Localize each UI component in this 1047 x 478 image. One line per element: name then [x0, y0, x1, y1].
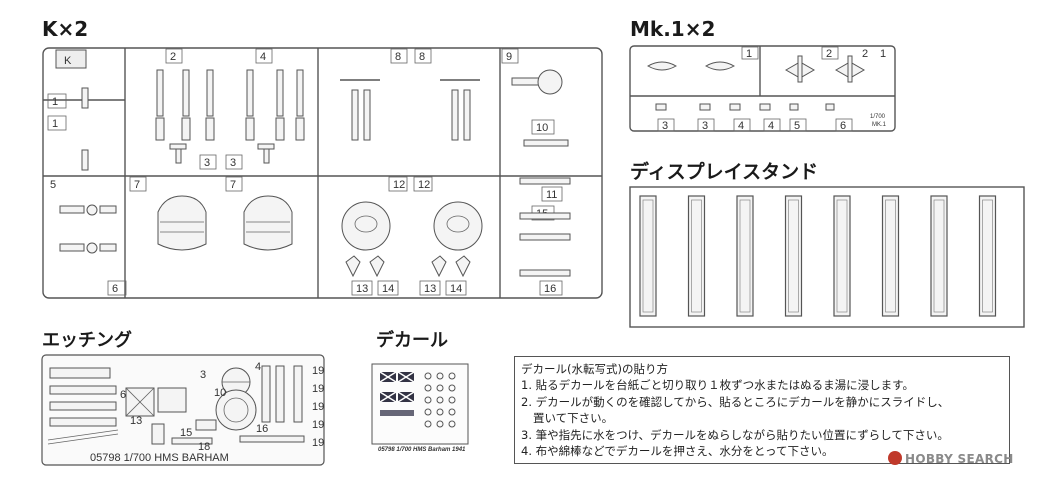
mk1-part-label: 1: [746, 48, 752, 60]
etch-part-label: 19: [312, 437, 324, 449]
k-part-label: 9: [506, 51, 512, 63]
sprue-k-title: K×2: [42, 17, 88, 41]
sprue-mk1-frame: [629, 45, 896, 132]
display-stand-title: ディスプレイスタンド: [630, 160, 818, 183]
k-part-label: 13: [356, 283, 368, 295]
etch-part-label: 19: [312, 365, 324, 377]
k-part-label: 7: [230, 179, 236, 191]
hobby-search-logo-icon: [888, 451, 902, 465]
k-part-label: 4: [260, 51, 266, 63]
watermark-text: HOBBY SEARCH: [905, 452, 1014, 466]
etch-part-label: 6: [120, 389, 126, 401]
gun-barrels: [155, 69, 480, 141]
etching-fret: 3 4 6 10 13 15 16 18 19 19 19 19 19 0579…: [41, 354, 325, 466]
k-part-label: 12: [393, 179, 405, 191]
etch-part-label: 19: [312, 383, 324, 395]
instruction-step: 置いて下さい。: [533, 411, 614, 426]
sprue-k-tag: K: [64, 55, 72, 67]
instruction-step: 1. 貼るデカールを台紙ごと切り取り１枚ずつ水またはぬるま湯に浸します。: [521, 378, 914, 393]
etch-part-label: 13: [130, 415, 142, 427]
stand-bar: [784, 195, 803, 317]
etch-part-label: 18: [198, 441, 210, 453]
stand-bar-inner: [788, 199, 799, 313]
stand-bar-inner: [836, 199, 848, 313]
mk1-part-label: 4: [738, 120, 744, 132]
stand-bar-inner: [933, 199, 945, 313]
k-part-label: 3: [230, 157, 236, 169]
sprue-mk1: 1 1 2 2 3 3 4 4 5 6 1/700 MK.1: [629, 45, 896, 132]
k-part-label: 2: [170, 51, 176, 63]
stand-bar: [978, 195, 997, 317]
decal-sheet: 05798 1/700 HMS Barham 1941: [371, 363, 469, 453]
instruction-step: 2. デカールが動くのを確認してから、貼るところにデカールを静かにスライドし、: [521, 394, 950, 409]
mk1-code-label: MK.1: [872, 122, 887, 128]
etching-caption: 05798 1/700 HMS BARHAM: [90, 452, 229, 464]
sprue-k-labels: 1 1 2 3 3 4 5 6 7 7 8 8 9 10 11 12 12 13…: [50, 51, 557, 295]
k-part-label: 5: [50, 179, 56, 191]
turret-base-parts: [341, 201, 483, 278]
k-part-label: 10: [536, 122, 548, 134]
small-parts-right: [511, 69, 571, 277]
k-part-label: 8: [419, 51, 425, 63]
stand-bar: [687, 195, 706, 317]
k-part-label: 11: [546, 189, 557, 201]
stand-bars: [639, 195, 997, 317]
k-part-label: 14: [450, 283, 462, 295]
stand-bar: [930, 195, 948, 317]
k-part-label: 6: [112, 283, 118, 295]
mk1-part-label: 2: [826, 48, 832, 60]
stand-bar: [736, 195, 754, 317]
etch-part-label: 19: [312, 401, 324, 413]
etch-part-label: 3: [200, 369, 206, 381]
etch-part-label: 4: [255, 361, 261, 373]
sprue-k: K 1 1 2 3 3 4 5 6 7 7 8 8 9 10 11 12 12 …: [42, 47, 603, 299]
sprue-mk1-title: Mk.1×2: [630, 17, 715, 41]
k-part-label: 16: [544, 283, 556, 295]
stand-bar-inner: [885, 199, 896, 313]
stand-bar-inner: [982, 199, 993, 313]
k-part-label: 12: [418, 179, 430, 191]
sprue-k-frame: [42, 47, 603, 299]
mk1-part-label: 2: [862, 48, 868, 60]
decal-title: デカール: [376, 329, 448, 351]
k-part-label: 8: [395, 51, 401, 63]
display-stand-frame: [629, 186, 1025, 328]
etching-title: エッチング: [42, 329, 132, 351]
mk1-part-label: 5: [794, 120, 800, 132]
k-part-label: 14: [382, 283, 394, 295]
turret-parts: [157, 195, 293, 251]
decal-caption: 05798 1/700 HMS Barham 1941: [378, 447, 466, 453]
k-part-label: 7: [134, 179, 140, 191]
stand-bar-inner: [691, 199, 702, 313]
k-part-label: 3: [204, 157, 210, 169]
mk1-part-label: 6: [840, 120, 846, 132]
k-part-label: 13: [424, 283, 436, 295]
stand-bar: [833, 195, 851, 317]
etch-part-label: 19: [312, 419, 324, 431]
stand-bar-inner: [739, 199, 751, 313]
stand-bar-inner: [642, 199, 654, 313]
etch-part-label: 15: [180, 427, 192, 439]
instruction-step: 3. 筆や指先に水をつけ、デカールをぬらしながら貼りたい位置にずらして下さい。: [521, 427, 949, 442]
k-part-label: 1: [52, 118, 58, 130]
mk1-part-label: 3: [662, 120, 668, 132]
mk1-part-label: 4: [768, 120, 774, 132]
small-parts-left: [59, 87, 117, 254]
small-parts-3: [169, 143, 275, 164]
mk1-part-label: 1: [880, 48, 886, 60]
stand-bar: [639, 195, 657, 317]
instructions-title: デカール(水転写式)の貼り方: [521, 362, 668, 376]
stand-bar: [881, 195, 900, 317]
etch-part-label: 16: [256, 423, 268, 435]
etch-part-label: 10: [214, 387, 226, 399]
mk1-part-label: 3: [702, 120, 708, 132]
mk1-scale-label: 1/700: [870, 114, 886, 120]
instruction-step: 4. 布や綿棒などでデカールを押さえ、水分をとって下さい。: [521, 444, 834, 459]
k-part-label: 1: [52, 96, 58, 108]
display-stand-sprue: [629, 186, 1025, 328]
watermark: HOBBY SEARCH: [888, 451, 1014, 466]
decal-instructions: デカール(水転写式)の貼り方 1. 貼るデカールを台紙ごと切り取り１枚ずつ水また…: [514, 356, 1010, 464]
